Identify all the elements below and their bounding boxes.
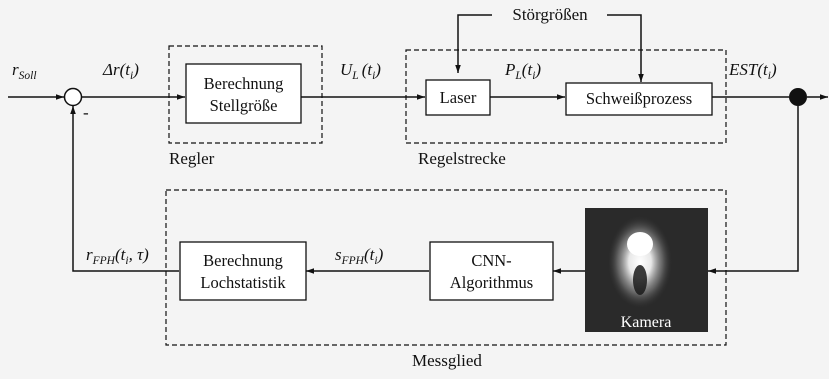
camera-glow-halo — [608, 216, 672, 308]
lochstatistik-line1: Berechnung — [203, 251, 283, 270]
disturbance-line-process — [607, 14, 644, 82]
s-fph-label: sFPH(ti) — [335, 245, 384, 267]
summing-junction — [63, 87, 83, 107]
regler-group-frame — [168, 45, 323, 144]
schweissprozess-label: Schweißprozess — [586, 89, 692, 108]
messglied-label: Messglied — [412, 351, 482, 370]
disturbance-line-laser — [455, 14, 492, 73]
camera-hotspot — [627, 232, 653, 256]
camera-keyhole — [633, 265, 647, 295]
u-l-label: UL(ti) — [340, 60, 381, 82]
minus-sign: - — [83, 103, 89, 122]
regler-label: Regler — [169, 149, 215, 168]
disturbance-label: Störgrößen — [512, 5, 588, 24]
camera-label: Kamera — [621, 314, 672, 331]
lochstatistik-block — [179, 241, 307, 301]
camera-image: Kamera — [585, 208, 708, 332]
feedback-measure-line — [708, 106, 799, 274]
stellgroesse-line1: Berechnung — [204, 74, 284, 93]
p-l-label: PL(ti) — [504, 60, 541, 82]
cnn-line1: CNN- — [471, 251, 511, 270]
r-fph-label: rFPH(ti, τ) — [86, 245, 149, 267]
laser-block — [425, 79, 491, 116]
stellgroesse-line2: Stellgröße — [210, 96, 278, 115]
laser-label: Laser — [440, 88, 477, 107]
cnn-block — [429, 241, 554, 301]
regelstrecke-label: Regelstrecke — [418, 149, 506, 168]
stellgroesse-block — [185, 63, 302, 124]
feedback-return-line — [70, 106, 179, 272]
r-soll-label: rSoll — [12, 60, 37, 82]
cnn-line2: Algorithmus — [450, 273, 533, 292]
branch-point — [789, 88, 807, 106]
lochstatistik-line2: Lochstatistik — [200, 273, 286, 292]
schweissprozess-block — [565, 82, 713, 116]
est-label: EST(ti) — [728, 60, 777, 82]
delta-r-label: Δr(ti) — [102, 60, 139, 82]
messglied-group-frame — [165, 189, 727, 346]
